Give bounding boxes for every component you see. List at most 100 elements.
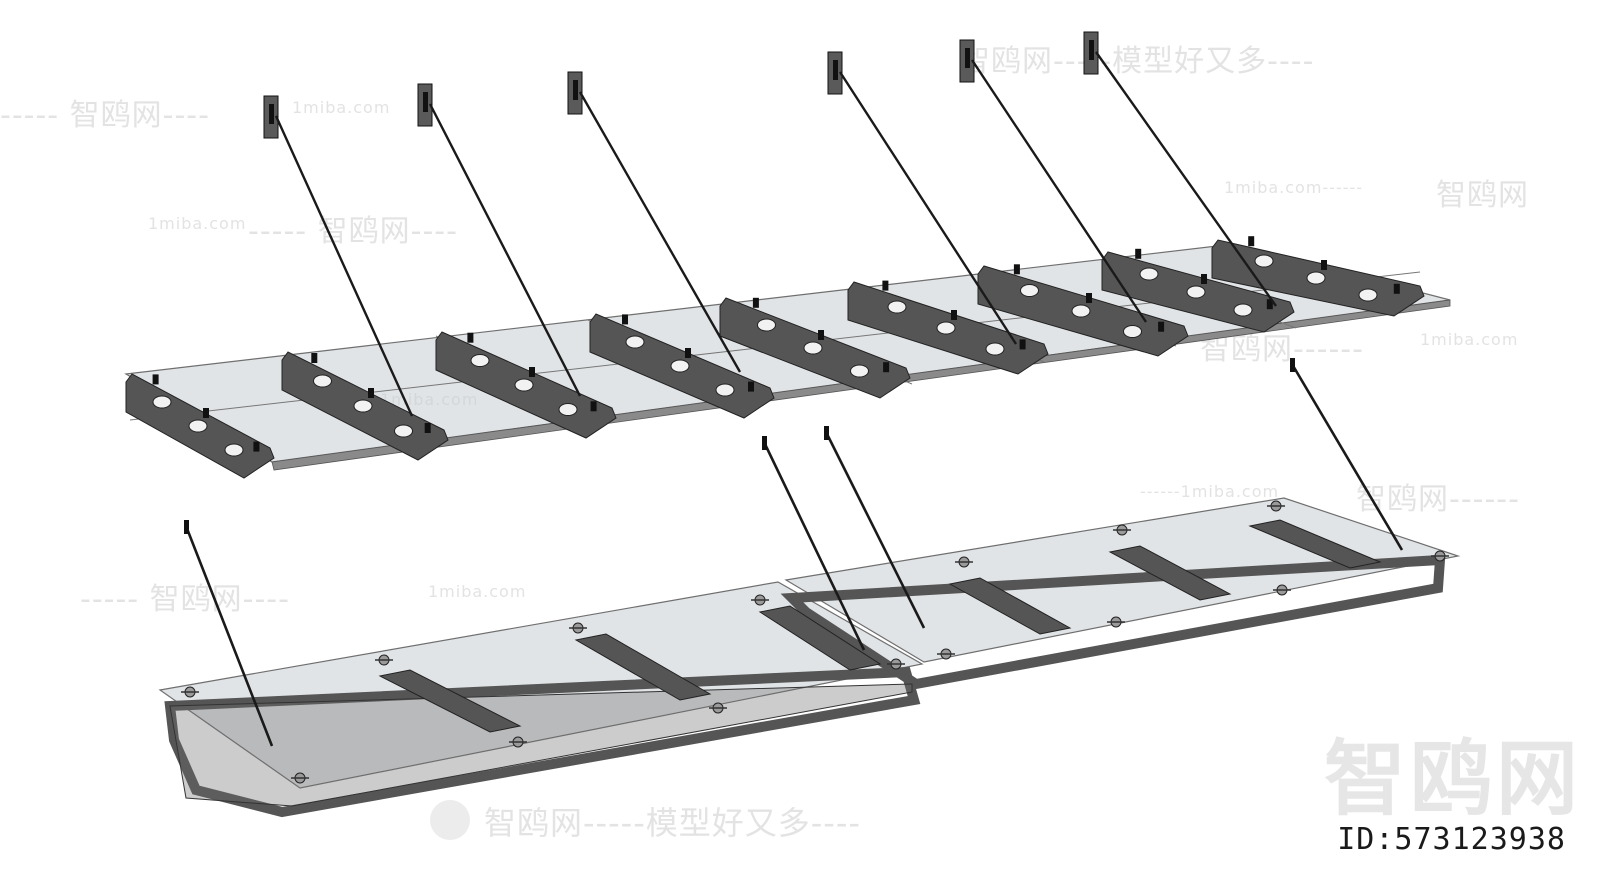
watermark-right-3: 智鸥网------ <box>1356 482 1520 517</box>
bracket-hole <box>470 354 490 367</box>
clamp-knob <box>1135 248 1142 259</box>
clamp-knob <box>529 367 535 377</box>
clamp-knob <box>1321 260 1327 270</box>
watermark-big-logo: 智鸥网 <box>1324 732 1583 827</box>
watermark-site-1: 1miba.com <box>292 98 391 117</box>
watermark-right-2: 智鸥网------ <box>1200 332 1364 367</box>
tension-rod-icon <box>428 103 582 397</box>
bracket-hole <box>1233 303 1253 317</box>
bracket-hole <box>152 395 172 409</box>
bracket-hole <box>313 374 332 388</box>
bracket-hole <box>803 341 823 355</box>
clamp-knob <box>752 297 759 308</box>
bracket-hole <box>887 300 907 314</box>
bracket-hole <box>188 419 208 433</box>
clamp-knob <box>1019 339 1026 350</box>
bracket-hole <box>715 383 735 397</box>
lower-cross-beam <box>948 577 1072 635</box>
wall-bracket-plate <box>269 104 274 124</box>
clamp-knob <box>1086 293 1092 303</box>
clamp-knob <box>1201 274 1207 284</box>
logo-circle-icon <box>430 800 470 840</box>
wall-bracket-plate <box>833 60 838 80</box>
loose-tension-rods <box>184 358 1404 747</box>
bracket-hole <box>1306 271 1326 285</box>
bracket-hole <box>1020 284 1039 297</box>
clamp-knob <box>685 348 691 358</box>
tension-rod-icon <box>971 59 1147 323</box>
bracket-hole <box>1254 254 1274 268</box>
wall-bracket-plate <box>573 80 578 100</box>
tension-rod-icon <box>762 441 866 651</box>
bracket-hole <box>757 318 776 332</box>
tension-rod-icon <box>1095 51 1277 307</box>
rod-end-fitting <box>1290 358 1295 372</box>
clamp-knob <box>951 310 957 320</box>
wall-bracket-plate <box>423 92 428 112</box>
watermark-right-1: 智鸥网 <box>1436 178 1529 213</box>
lower-cross-beam <box>378 669 522 733</box>
clamp-knob <box>311 353 318 363</box>
bracket-hole <box>558 403 578 416</box>
clamp-knob <box>424 423 431 433</box>
rod-end-fitting <box>184 520 189 534</box>
watermark-site-right-2: 1miba.com <box>1420 330 1519 349</box>
bracket-hole <box>936 321 956 335</box>
watermark-site-right-3: ------1miba.com <box>1140 482 1280 501</box>
clamp-knob <box>203 408 209 418</box>
clamp-knob <box>1393 283 1400 294</box>
bracket-hole <box>353 399 373 413</box>
lower-cross-beam <box>1108 545 1232 601</box>
clamp-knob <box>622 314 628 325</box>
bracket-hole <box>224 443 244 457</box>
rod-end-fitting <box>824 426 829 440</box>
clamp-knob <box>253 441 260 452</box>
lower-frame-right <box>780 554 1446 690</box>
upper-tension-rods <box>263 31 1277 417</box>
tension-rod-icon <box>824 431 926 629</box>
bracket-hole <box>514 378 534 392</box>
lower-cross-beam <box>574 633 712 701</box>
bracket-hole <box>1123 325 1142 338</box>
lower-cross-beam <box>1248 519 1382 569</box>
tension-rod-icon <box>274 115 414 417</box>
clamp-knob <box>590 401 597 412</box>
tension-rod-icon <box>184 525 274 747</box>
lower-glass-canopy <box>158 497 1461 818</box>
tension-rod-icon <box>838 71 1018 345</box>
tension-rod-icon <box>578 91 742 373</box>
clamp-knob <box>818 330 824 340</box>
bracket-hole <box>1358 288 1378 302</box>
watermark-mid-left: ----- 智鸥网---- <box>248 214 458 249</box>
watermark-site-lower: 1miba.com <box>428 582 527 601</box>
clamp-knob <box>748 381 754 392</box>
tension-rod-icon <box>1290 363 1404 551</box>
upper-glass-canopy <box>124 236 1451 479</box>
watermark-site-2: 1miba.com <box>148 214 247 233</box>
watermark-site-right-1: 1miba.com------ <box>1224 178 1364 197</box>
clamp-knob <box>1266 299 1273 310</box>
watermark-top-tagline: 智鸥网-----模型好又多---- <box>960 44 1315 79</box>
lower-cross-beam <box>758 605 882 671</box>
clamp-knob <box>467 332 474 343</box>
watermark-top-left: ----- 智鸥网---- <box>0 98 210 133</box>
wall-bracket-plate <box>965 48 970 68</box>
clamp-knob <box>368 388 374 398</box>
bracket-hole <box>1139 267 1159 281</box>
lower-frame-left-rail <box>169 683 913 807</box>
clamp-knob <box>1158 321 1165 332</box>
bracket-hole <box>1071 304 1091 318</box>
rod-end-fitting <box>762 436 767 450</box>
wall-bracket-plate <box>1089 40 1094 60</box>
model-id-label: ID:573123938 <box>1337 822 1566 857</box>
bracket-hole <box>670 359 690 373</box>
bracket-hole <box>625 335 645 349</box>
bracket-hole <box>394 424 413 438</box>
bracket-hole <box>985 342 1005 356</box>
clamp-knob <box>152 374 159 385</box>
bracket-hole <box>850 364 869 378</box>
bracket-hole <box>1186 285 1206 299</box>
clamp-knob <box>1248 236 1255 247</box>
clamp-knob <box>883 362 890 373</box>
